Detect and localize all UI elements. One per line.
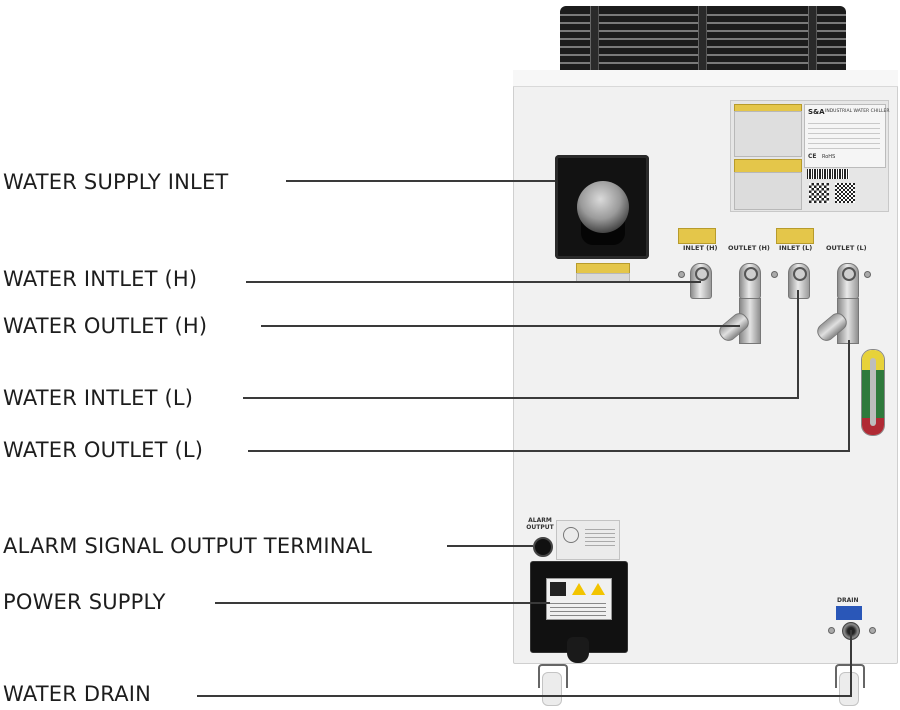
caster-left [538, 664, 568, 706]
water-supply-inlet-port [555, 155, 649, 259]
barcode [807, 169, 849, 179]
rohs-mark: RoHS [822, 154, 836, 160]
water-inlet-h-fitting [690, 263, 712, 299]
leader-water-outlet-h [261, 325, 740, 327]
port-label-outlet-h: OUTLET (H) [728, 244, 770, 252]
label-water-inlet-l: WATER INTLET (L) [3, 386, 194, 410]
leader-water-outlet-l-h [248, 450, 850, 452]
leader-water-drain-v [850, 630, 852, 697]
inlet-h-warning-sticker [678, 228, 716, 244]
port-label-inlet-h: INLET (H) [683, 244, 718, 252]
label-water-inlet-h: WATER INTLET (H) [3, 267, 198, 291]
label-water-drain: WATER DRAIN [3, 682, 152, 706]
electrical-warning-icon [572, 583, 586, 595]
alarm-wiring-sticker [556, 520, 620, 560]
power-warning-sticker [546, 578, 612, 620]
alarm-output-connector [533, 537, 553, 557]
nameplate: S&A INDUSTRIAL WATER CHILLER CE RoHS [730, 100, 889, 212]
label-power-supply: POWER SUPPLY [3, 590, 166, 614]
leader-water-drain-h [197, 695, 852, 697]
product-name: INDUSTRIAL WATER CHILLER [825, 109, 890, 114]
qr-code-2 [835, 183, 855, 203]
port-label-inlet-l: INLET (L) [779, 244, 813, 252]
water-outlet-l-fitting [837, 263, 859, 299]
leader-power-supply [215, 602, 550, 604]
power-supply-box [530, 561, 628, 653]
label-water-outlet-h: WATER OUTLET (H) [3, 314, 208, 338]
label-alarm-signal-output-terminal: ALARM SIGNAL OUTPUT TERMINAL [3, 534, 373, 558]
drain-tag [836, 606, 862, 620]
water-level-gauge [861, 349, 885, 436]
water-inlet-l-fitting [788, 263, 810, 299]
brand-logo: S&A [808, 108, 825, 116]
label-water-supply-inlet: WATER SUPPLY INLET [3, 170, 229, 194]
inlet-l-warning-sticker [776, 228, 814, 244]
fill-cap [577, 181, 629, 233]
leader-water-inlet-h [246, 281, 701, 283]
leader-water-inlet-l-h [243, 397, 799, 399]
cabinet-top-edge [513, 70, 898, 87]
condenser-fan-guard [560, 6, 846, 70]
leader-water-inlet-l-v [797, 290, 799, 399]
drain-label: DRAIN [837, 597, 859, 604]
leader-water-supply-inlet [286, 180, 555, 182]
water-outlet-h-fitting [739, 263, 761, 299]
leader-alarm-output [447, 545, 533, 547]
alarm-output-label: ALARM OUTPUT [526, 517, 554, 531]
caster-right [835, 664, 865, 706]
ce-mark: CE [808, 153, 817, 160]
qr-code-1 [809, 183, 829, 203]
power-cable-gland [567, 637, 589, 663]
hot-surface-warning-icon [591, 583, 605, 595]
leader-water-outlet-l-v [848, 340, 850, 452]
label-water-outlet-l: WATER OUTLET (L) [3, 438, 204, 462]
port-label-outlet-l: OUTLET (L) [826, 244, 867, 252]
